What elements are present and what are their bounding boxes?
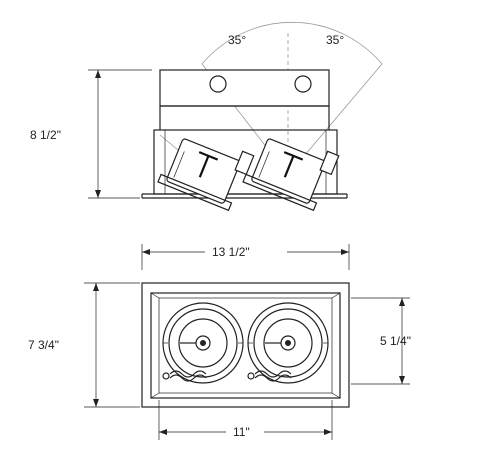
inner-height-label: 5 1/4": [380, 334, 411, 348]
overall-height-label: 7 3/4": [28, 338, 59, 352]
angle-left-label: 35°: [228, 33, 246, 47]
lamp-module-right: [242, 138, 340, 212]
inner-height-dimension: [351, 297, 410, 385]
lamp-plan-right: [247, 302, 329, 384]
lamp-module-left: [157, 138, 255, 212]
side-view: 35° 35°: [30, 21, 383, 212]
inner-width-dimension: [158, 400, 333, 440]
height-dimension: [88, 69, 152, 199]
overall-width-dimension: [141, 244, 350, 270]
overall-width-label: 13 1/2": [212, 245, 250, 259]
lamp-plan-left: [162, 302, 244, 384]
height-label: 8 1/2": [30, 128, 61, 142]
angle-right-label: 35°: [326, 33, 344, 47]
inner-width-label: 11": [233, 425, 250, 439]
junction-box: [159, 69, 330, 130]
overall-height-dimension: [84, 282, 140, 408]
trim-frame: [141, 282, 350, 408]
plan-view: 13 1/2" 7 3/4": [28, 244, 411, 440]
